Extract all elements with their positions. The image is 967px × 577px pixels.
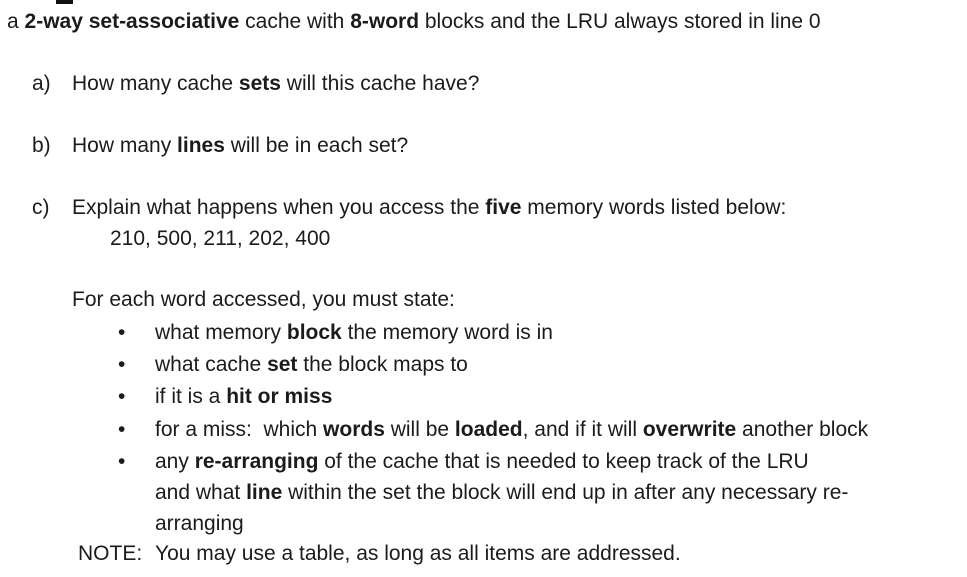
intro-text: cache with — [239, 10, 351, 33]
bullet-text: another block — [736, 418, 869, 441]
bullet-icon: • — [118, 385, 126, 408]
bullet-text: for a miss: which — [155, 418, 324, 441]
bullet-item-set: • what cache set the block maps to — [118, 352, 468, 378]
instructions-line: For each word accessed, you must state: — [72, 287, 455, 313]
bullet-text-bold: overwrite — [642, 418, 737, 441]
bullet-text-bold: re-arranging — [194, 450, 319, 473]
question-a-label: a) — [32, 72, 51, 95]
bullet-text-bold: block — [286, 321, 342, 344]
bullet-text-bold: loaded — [454, 418, 523, 441]
question-a-text-bold: sets — [238, 72, 281, 95]
memory-words-line: 210, 500, 211, 202, 400 — [110, 226, 330, 252]
bullet-text-bold: words — [323, 418, 385, 441]
question-a-text: How many cache — [72, 72, 239, 95]
bullet-text: , and if it will — [522, 418, 643, 441]
instructions-text: For each word accessed, you must state: — [72, 288, 455, 311]
bullet-text: what cache — [155, 353, 268, 376]
question-b: b) How many lines will be in each set? — [32, 133, 408, 159]
bullet-text: and what — [155, 481, 247, 504]
bullet-text: any — [155, 450, 195, 473]
intro-text: blocks and the LRU always stored in line… — [419, 10, 821, 33]
bullet-item-miss-loading: • for a miss: which words will be loaded,… — [118, 417, 868, 443]
bullet-continuation-line: and what line within the set the block w… — [155, 480, 848, 506]
intro-text: a — [7, 10, 25, 33]
bullet-icon: • — [118, 450, 126, 473]
question-c: c) Explain what happens when you access t… — [32, 195, 786, 221]
question-c-text: Explain what happens when you access the — [72, 196, 486, 219]
intro-text-bold: 8-word — [350, 10, 420, 33]
bullet-text: if it is a — [155, 385, 227, 408]
bullet-item-rearranging: • any re-arranging of the cache that is n… — [118, 449, 809, 475]
bullet-text-bold: hit or miss — [226, 385, 333, 408]
question-c-text: memory words listed below: — [521, 196, 787, 219]
question-c-label: c) — [32, 196, 50, 219]
question-a: a) How many cache sets will this cache ha… — [32, 71, 479, 97]
cropped-previous-line-fragment — [56, 0, 73, 4]
question-b-text-bold: lines — [177, 134, 225, 157]
note-label: NOTE: — [78, 542, 143, 565]
bullet-icon: • — [118, 418, 126, 441]
bullet-item-block: • what memory block the memory word is in — [118, 320, 553, 346]
bullet-continuation-line: arranging — [155, 511, 244, 537]
bullet-text: the block maps to — [297, 353, 468, 376]
bullet-icon: • — [118, 321, 126, 344]
bullet-icon: • — [118, 353, 126, 376]
question-b-text: will be in each set? — [224, 134, 409, 157]
question-a-text: will this cache have? — [280, 72, 480, 95]
bullet-text-bold: set — [267, 353, 298, 376]
bullet-item-hit-or-miss: • if it is a hit or miss — [118, 384, 332, 410]
intro-line: a 2-way set-associative cache with 8-wor… — [7, 9, 821, 35]
memory-words-values: 210, 500, 211, 202, 400 — [110, 227, 331, 250]
intro-text-bold: 2-way set-associative — [24, 10, 240, 33]
question-b-label: b) — [32, 134, 51, 157]
note-line: NOTE: You may use a table, as long as all… — [78, 541, 681, 567]
bullet-text: arranging — [155, 512, 244, 535]
question-c-text-bold: five — [485, 196, 522, 219]
bullet-text: within the set the block will end up in … — [282, 481, 849, 504]
bullet-text: of the cache that is needed to keep trac… — [318, 450, 809, 473]
bullet-text: the memory word is in — [341, 321, 553, 344]
question-b-text: How many — [72, 134, 178, 157]
bullet-text: what memory — [155, 321, 287, 344]
bullet-text-bold: line — [246, 481, 283, 504]
note-text: You may use a table, as long as all item… — [155, 542, 681, 565]
bullet-text: will be — [384, 418, 455, 441]
